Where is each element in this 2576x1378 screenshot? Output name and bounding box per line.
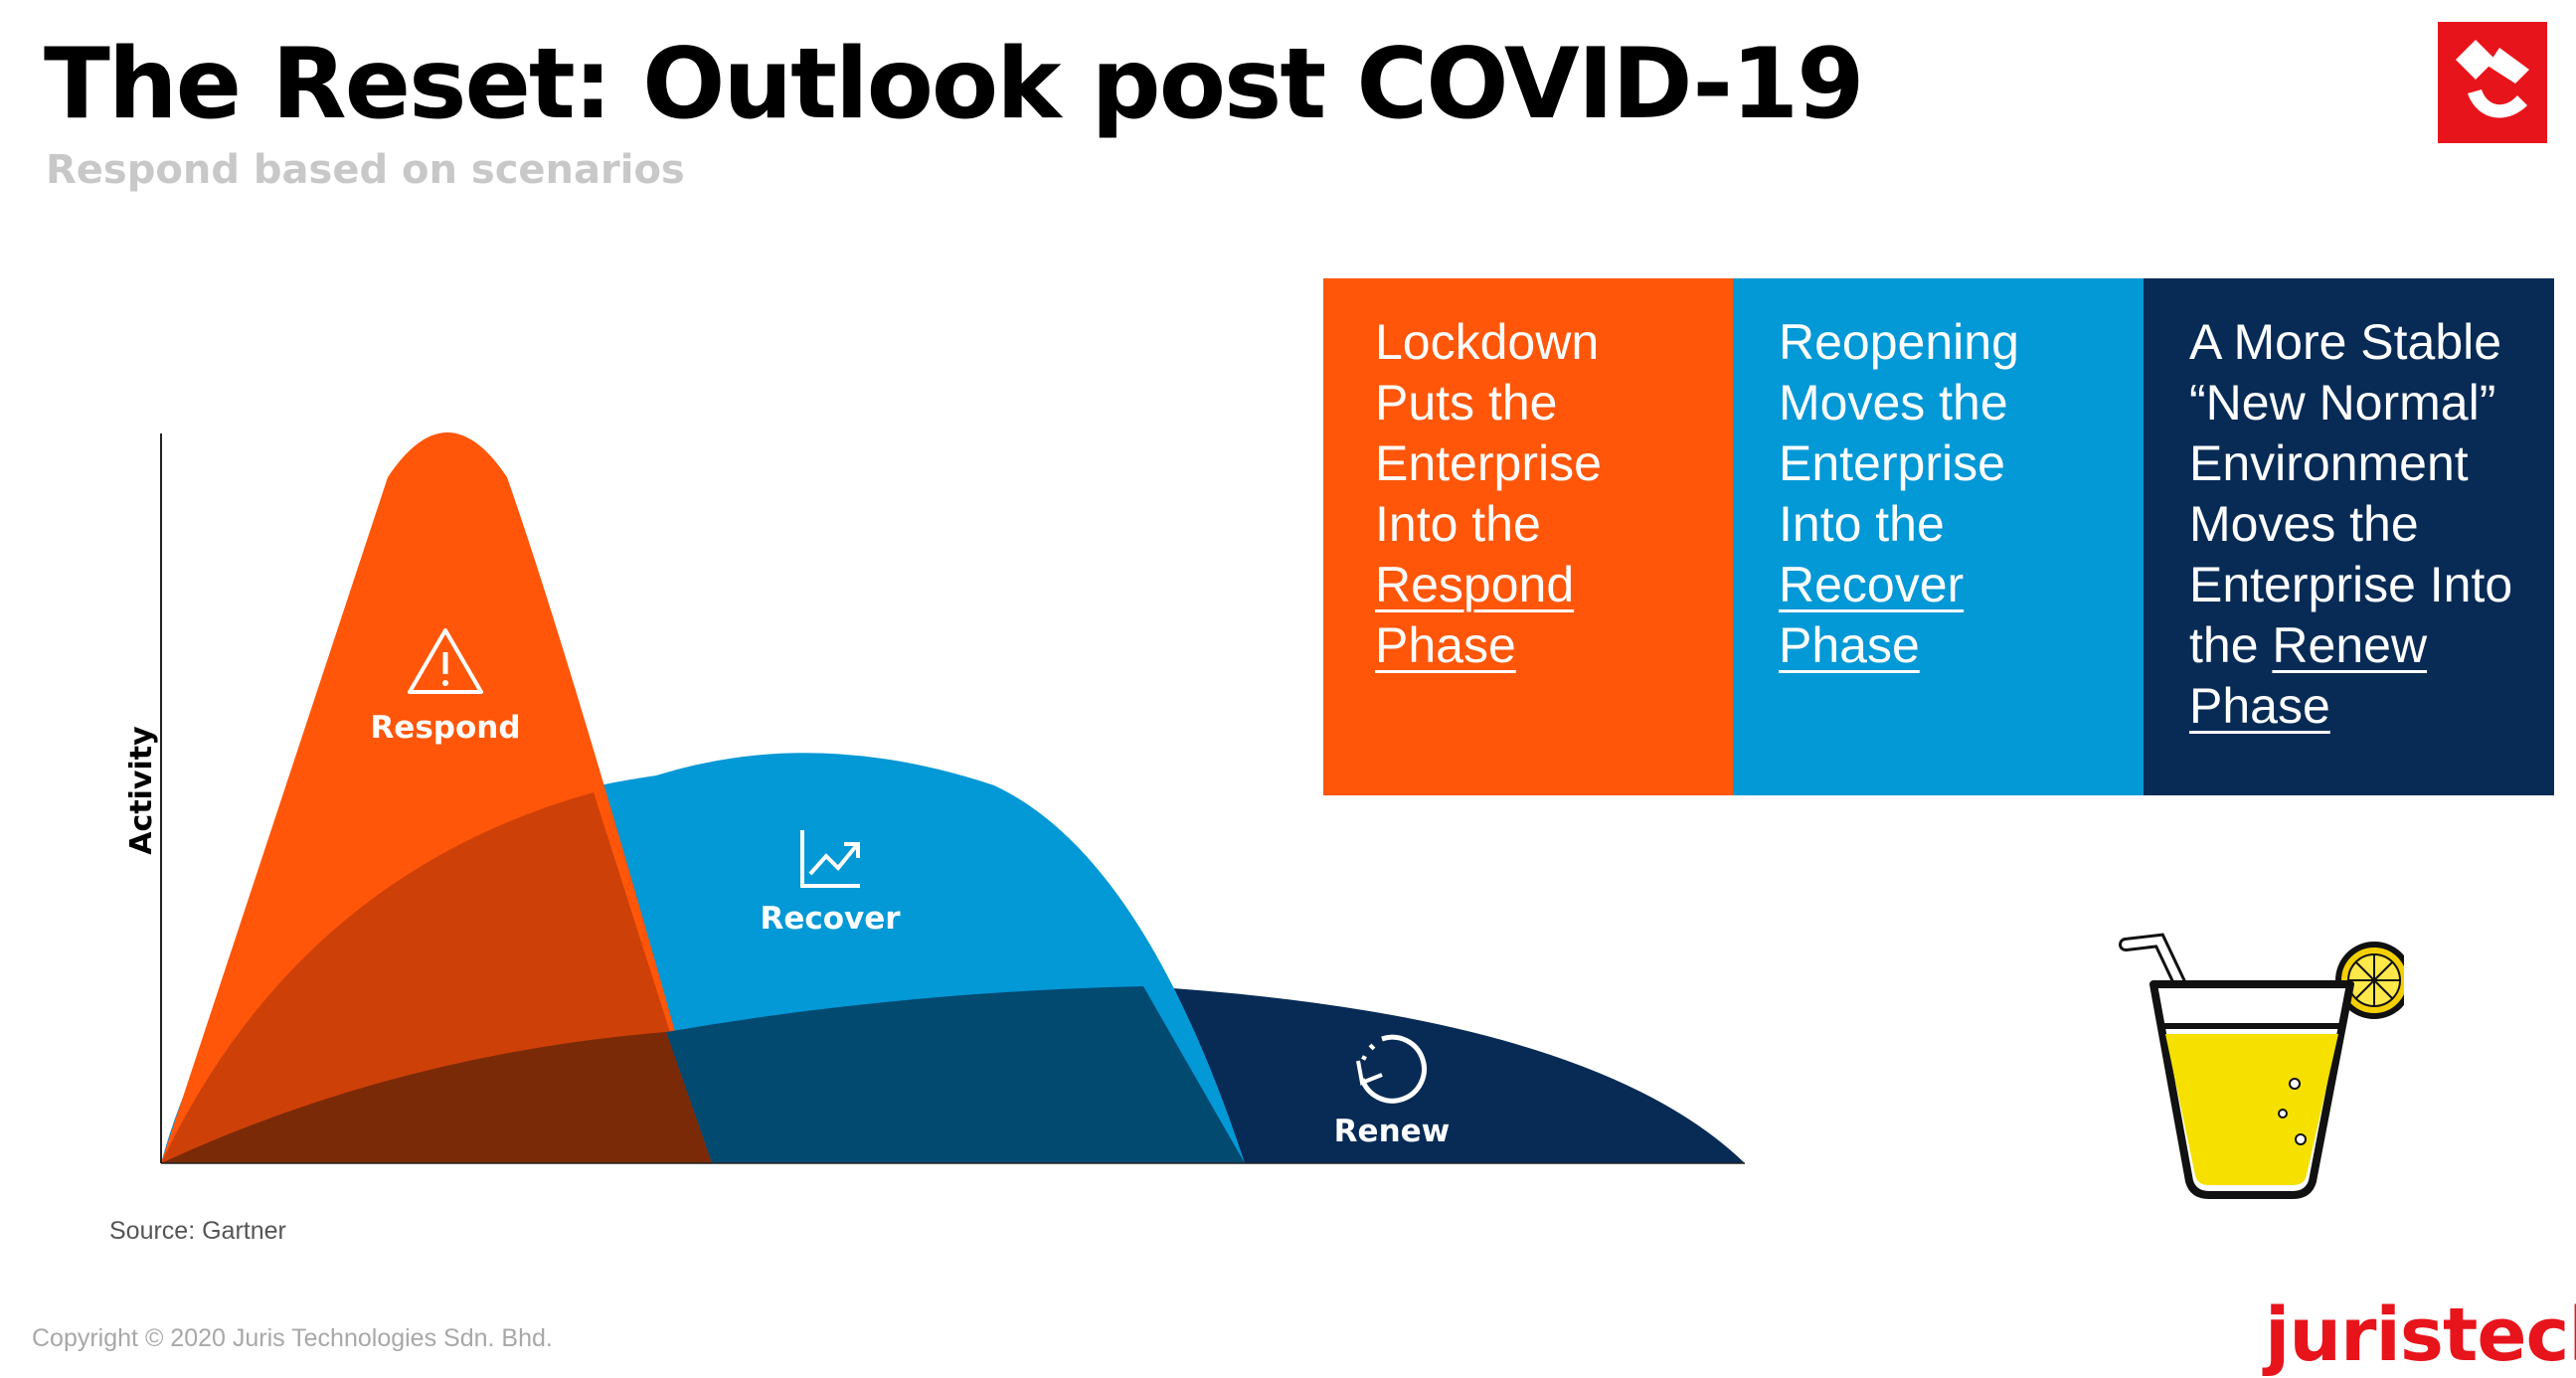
- recover-phase-link[interactable]: Phase: [1779, 617, 1920, 673]
- renew-phase-link[interactable]: Phase: [2189, 678, 2330, 734]
- phase-description-boxes: Lockdown Puts the Enterprise Into the Re…: [1323, 278, 2554, 795]
- respond-phase-box: Lockdown Puts the Enterprise Into the Re…: [1323, 278, 1733, 795]
- page-title: The Reset: Outlook post COVID-19: [44, 28, 1864, 141]
- juristech-logo-icon: [2438, 22, 2547, 143]
- y-axis-label: Activity: [124, 726, 159, 855]
- renew-phase-box: A More Stable “New Normal” Environment M…: [2144, 278, 2554, 795]
- box-line: Moves the: [1779, 375, 2008, 431]
- recover-phase-link[interactable]: Recover: [1779, 557, 1965, 612]
- lemonade-glass-icon: [2119, 933, 2404, 1199]
- recover-phase-box: Reopening Moves the Enterprise Into the …: [1733, 278, 2144, 795]
- box-line: Enterprise: [1779, 435, 2005, 491]
- box-line: the: [2189, 617, 2259, 673]
- renew-phase-link[interactable]: Renew: [2272, 617, 2428, 673]
- box-line: Environment: [2189, 435, 2469, 491]
- respond-label: Respond: [370, 710, 520, 746]
- box-line: Enterprise Into: [2189, 557, 2513, 612]
- box-line: Into the: [1779, 496, 1945, 552]
- trend-up-icon: [800, 830, 860, 888]
- page-subtitle: Respond based on scenarios: [46, 147, 685, 193]
- box-line: Reopening: [1779, 314, 2019, 370]
- box-line: Puts the: [1375, 375, 1558, 431]
- respond-phase-link[interactable]: Phase: [1375, 617, 1516, 673]
- box-line: Lockdown: [1375, 314, 1600, 370]
- respond-phase-link[interactable]: Respond: [1375, 557, 1575, 612]
- box-line: Into the: [1375, 496, 1541, 552]
- warning-icon: [408, 628, 483, 694]
- box-line: Moves the: [2189, 496, 2419, 552]
- triple-overlap: [161, 1032, 712, 1163]
- recover-renew-overlap: [666, 986, 1245, 1163]
- brand-wordmark: juristech: [2265, 1292, 2576, 1378]
- box-line: Enterprise: [1375, 435, 1602, 491]
- refresh-icon: [1356, 1034, 1427, 1104]
- source-note: Source: Gartner: [109, 1217, 286, 1245]
- renew-label: Renew: [1334, 1114, 1451, 1149]
- recover-label: Recover: [760, 901, 901, 937]
- box-line: “New Normal”: [2189, 375, 2496, 431]
- box-line: A More Stable: [2189, 314, 2502, 370]
- copyright-note: Copyright © 2020 Juris Technologies Sdn.…: [32, 1324, 553, 1352]
- phase-curves-diagram: Activity Respond Recover Renew: [124, 432, 1745, 1164]
